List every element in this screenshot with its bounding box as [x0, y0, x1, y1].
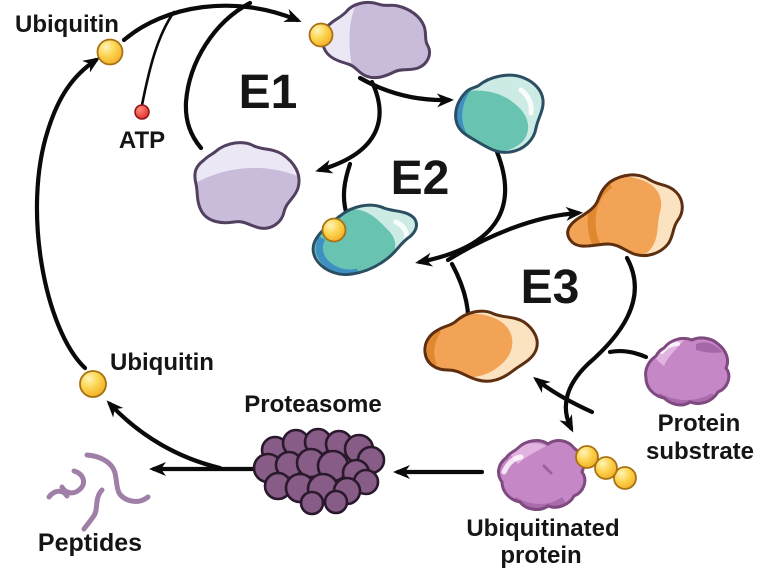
- label-ubiquitin-recycled: Ubiquitin: [110, 349, 214, 376]
- blob-shade: [194, 167, 300, 229]
- ubiquitin-molecule-icon: [96, 38, 124, 66]
- arrow-e3-to-ubiquitinated: [559, 255, 637, 433]
- protein-substrate-blob: [644, 336, 731, 407]
- peptide-strand: [46, 488, 70, 500]
- ubiquitin-molecule-icon: [79, 370, 107, 398]
- atp-molecule-icon: [134, 104, 150, 120]
- ubiquitinated-protein-blob: [497, 439, 637, 511]
- label-e2: E2: [391, 152, 450, 205]
- label-protein-substrate-line1: Protein: [658, 410, 741, 437]
- proteasome-subunit: [299, 490, 325, 516]
- e3-enzyme-free-blob: [566, 173, 684, 258]
- arrow-ubiquitin-to-e1: [121, 3, 302, 43]
- proteasome-subunit: [323, 489, 349, 515]
- e3-enzyme-lower-blob: [423, 309, 539, 383]
- arrow-proteasome-to-ubiquitin: [106, 400, 223, 471]
- blob-shade: [349, 2, 430, 78]
- ubiquitin-molecule-icon: [575, 445, 599, 469]
- label-peptides: Peptides: [38, 529, 142, 557]
- e1-enzyme-free-blob: [193, 141, 301, 230]
- label-atp: ATP: [119, 127, 165, 154]
- ubiquitin-molecule-icon: [613, 466, 637, 490]
- blob-gloss: [518, 87, 534, 116]
- peptide-fragments: [46, 452, 151, 532]
- arrow-recycle-left: [34, 57, 101, 371]
- arrow-e1-to-e2: [357, 75, 454, 108]
- arrow-paths: [34, 0, 649, 479]
- atp-consumption-line: [140, 10, 176, 107]
- label-e3: E3: [521, 261, 580, 314]
- arrow-e2-return: [415, 149, 508, 267]
- label-ubiquitinated-line1: Ubiquitinated: [466, 515, 619, 542]
- e2-enzyme-free-blob: [454, 73, 545, 154]
- e2-cycle-arc-left: [341, 161, 353, 215]
- arrow-e3-return: [533, 376, 595, 415]
- ubiquitin-molecule-icon: [308, 22, 334, 48]
- peptide-strand: [59, 468, 87, 496]
- blob-dark-dash: [542, 464, 553, 475]
- peptide-strand: [84, 452, 151, 504]
- e2-enzyme-with-ubiquitin-blob: [311, 203, 418, 276]
- e1-enzyme-with-ubiquitin-blob: [308, 0, 432, 80]
- label-ubiquitin-top: Ubiquitin: [15, 11, 119, 38]
- polyubiquitin-chain: [575, 445, 637, 490]
- blob-dark-patch: [696, 342, 722, 353]
- label-proteasome: Proteasome: [244, 391, 381, 418]
- ubiquitin-molecule-icon: [594, 456, 618, 480]
- proteasome-complex: [252, 427, 386, 516]
- diagram-labels: Ubiquitin ATP E1 E2 E3 Ubiquitin Proteas…: [15, 11, 754, 569]
- blob-shade: [424, 313, 513, 378]
- blob-gloss: [660, 342, 680, 354]
- blob-band: [427, 328, 441, 368]
- label-ubiquitinated-line2: protein: [500, 542, 581, 569]
- e1-cycle-arc-left: [183, 0, 253, 151]
- ubiquitin-molecule-icon: [321, 217, 347, 243]
- blob-gloss: [501, 454, 524, 475]
- peptide-strand: [81, 487, 105, 532]
- label-e1: E1: [239, 66, 298, 119]
- arrow-e1-return: [315, 79, 382, 174]
- arrow-e2-to-e3: [445, 206, 583, 263]
- label-protein-substrate-line2: substrate: [646, 438, 754, 465]
- substrate-connector-line: [607, 348, 649, 360]
